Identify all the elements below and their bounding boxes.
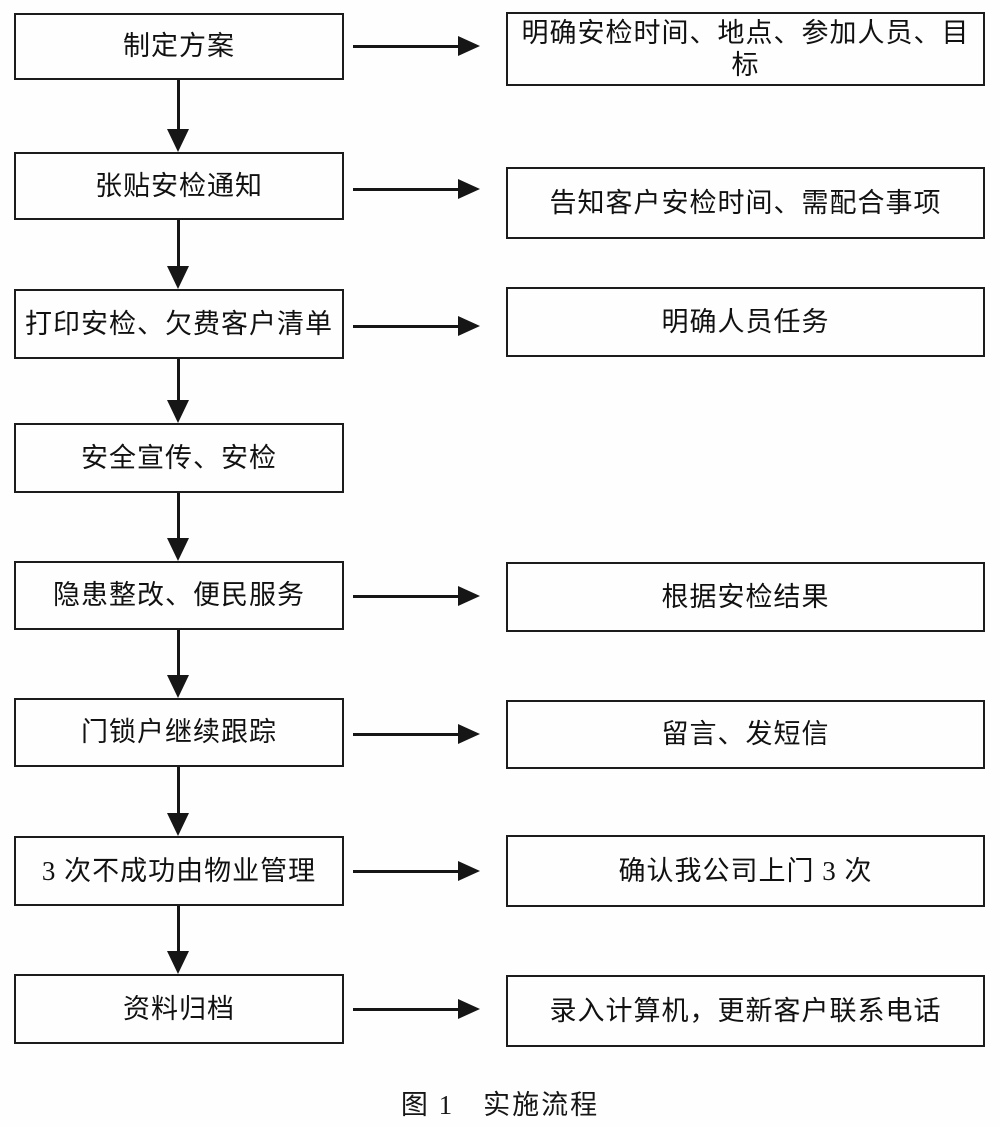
step-box-print-customer-list: 打印安检、欠费客户清单: [14, 289, 344, 359]
note-box-clarify-tasks: 明确人员任务: [506, 287, 985, 357]
down-arrow-icon: [167, 359, 189, 423]
figure-caption: 图 1 实施流程: [400, 1090, 600, 1120]
step-box-hazard-rectify: 隐患整改、便民服务: [14, 561, 344, 630]
step-box-post-notice: 张贴安检通知: [14, 152, 344, 220]
note-box-clarify-time-place: 明确安检时间、地点、参加人员、目标: [506, 12, 985, 86]
step-box-safety-inspection: 安全宣传、安检: [14, 423, 344, 493]
note-box-message-sms: 留言、发短信: [506, 700, 985, 769]
right-arrow-icon: [353, 179, 480, 199]
down-arrow-icon: [167, 80, 189, 152]
right-arrow-icon: [353, 999, 480, 1019]
right-arrow-icon: [353, 861, 480, 881]
note-box-inform-customers: 告知客户安检时间、需配合事项: [506, 167, 985, 239]
right-arrow-icon: [353, 724, 480, 744]
down-arrow-icon: [167, 906, 189, 974]
step-box-property-management: 3 次不成功由物业管理: [14, 836, 344, 906]
note-box-per-results: 根据安检结果: [506, 562, 985, 632]
note-box-confirm-visits: 确认我公司上门 3 次: [506, 835, 985, 907]
step-box-locked-door-follow: 门锁户继续跟踪: [14, 698, 344, 767]
down-arrow-icon: [167, 767, 189, 836]
right-arrow-icon: [353, 316, 480, 336]
right-arrow-icon: [353, 586, 480, 606]
down-arrow-icon: [167, 220, 189, 289]
step-box-make-plan: 制定方案: [14, 13, 344, 80]
down-arrow-icon: [167, 630, 189, 698]
down-arrow-icon: [167, 493, 189, 561]
right-arrow-icon: [353, 36, 480, 56]
note-box-enter-computer: 录入计算机，更新客户联系电话: [506, 975, 985, 1047]
step-box-archive-files: 资料归档: [14, 974, 344, 1044]
